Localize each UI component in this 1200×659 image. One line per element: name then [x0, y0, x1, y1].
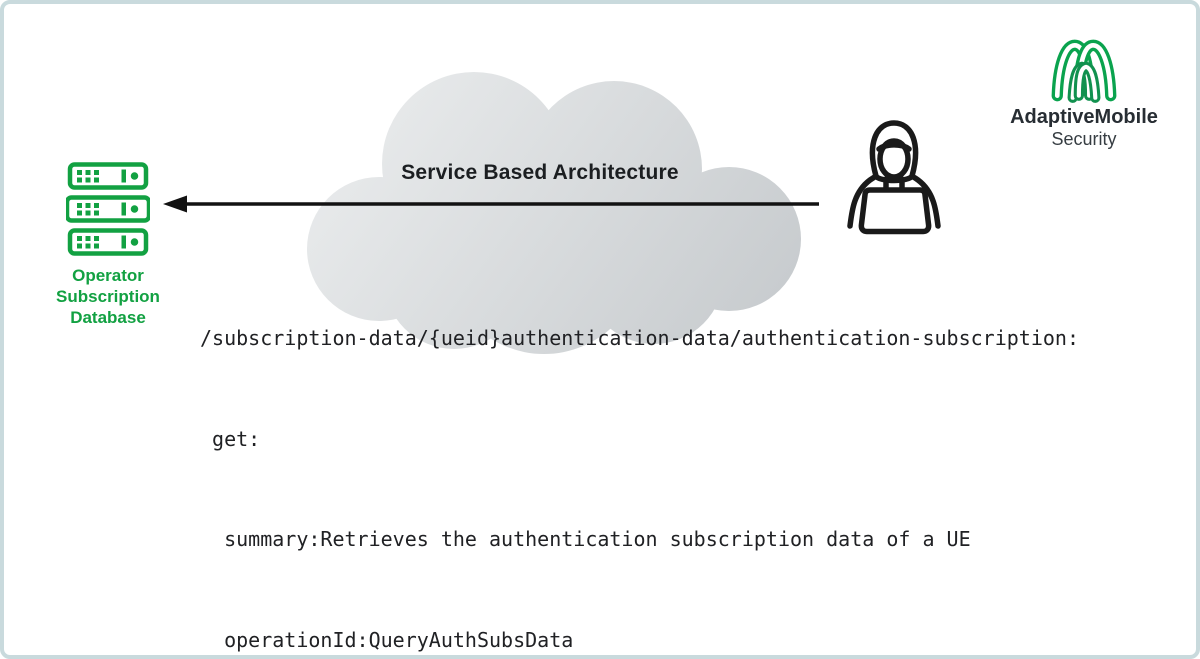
code-text: summary:Retrieves the authentication sub… — [200, 527, 971, 551]
adaptivemobile-logo-icon — [1051, 39, 1117, 103]
code-text: get: — [200, 426, 261, 451]
brand-name: AdaptiveMobile — [1010, 106, 1158, 128]
database-server-icon — [66, 162, 150, 256]
code-line: get: — [200, 423, 1079, 457]
brand-subtitle: Security — [1051, 129, 1117, 149]
cloud-title: Service Based Architecture — [401, 161, 679, 184]
code-text: /subscription-data/{ueid}authentication-… — [200, 326, 1079, 350]
code-text: operationId:QueryAuthSubsData — [200, 627, 574, 652]
code-line: summary:Retrieves the authentication sub… — [200, 523, 1079, 557]
database-label: Operator Subscription Database — [56, 266, 160, 327]
hacker-icon — [847, 120, 941, 235]
api-code-block: /subscription-data/{ueid}authentication-… — [200, 255, 1079, 656]
attack-arrow-icon — [163, 195, 819, 213]
code-line: /subscription-data/{ueid}authentication-… — [200, 322, 1079, 356]
brand-block: AdaptiveMobile Security — [984, 39, 1184, 150]
cloud-icon — [307, 72, 801, 354]
code-line: operationId:QueryAuthSubsData — [200, 624, 1079, 656]
